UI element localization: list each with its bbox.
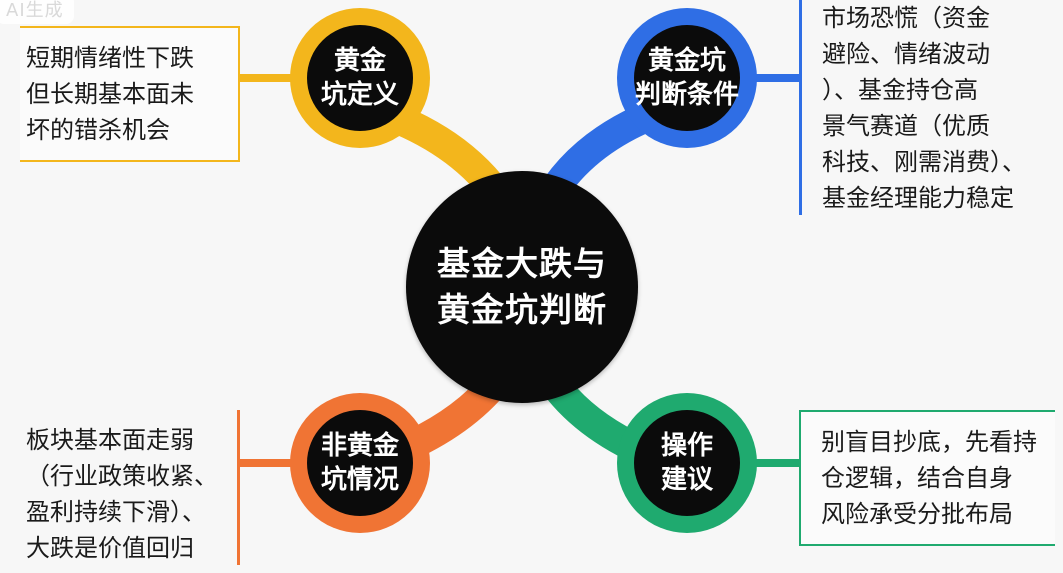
non-pit-box: 板块基本面走弱 （行业政策收紧、 盈利持续下滑）、 大跌是价值回归 — [20, 410, 240, 565]
node-definition-line1: 黄金 — [333, 46, 386, 76]
node-non-pit-label: 非黄金 坑情况 — [307, 410, 413, 516]
definition-line: 短期情绪性下跌 — [26, 44, 194, 72]
non-pit-line: 板块基本面走弱 — [26, 426, 194, 454]
node-advice-label: 操作 建议 — [634, 410, 740, 516]
node-advice-line2: 建议 — [660, 465, 713, 495]
advice-line: 仓逻辑，结合自身 — [821, 464, 1013, 492]
conditions-line: 基金经理能力稳定 — [822, 184, 1014, 212]
advice-line: 风险承受分批布局 — [821, 500, 1013, 528]
conditions-line: 景气赛道（优质 — [822, 112, 990, 140]
conditions-box: 市场恐慌（资金 避险、情绪波动 ）、基金持仓高 景气赛道（优质 科技、刚需消费）… — [799, 0, 1063, 215]
non-pit-line: （行业政策收紧、 — [26, 462, 218, 490]
node-conditions-label: 黄金坑 判断条件 — [634, 25, 740, 131]
node-definition: 黄金 坑定义 — [290, 8, 430, 148]
node-definition-label: 黄金 坑定义 — [307, 25, 413, 131]
center-topic-line1: 基金大跌与 — [437, 244, 607, 283]
node-non-pit-line2: 坑情况 — [320, 465, 399, 495]
advice-line: 别盲目抄底，先看持 — [821, 428, 1037, 456]
center-topic-line2: 黄金坑判断 — [437, 290, 607, 329]
node-advice-line1: 操作 — [660, 431, 713, 461]
conditions-line: ）、基金持仓高 — [822, 76, 978, 104]
node-non-pit: 非黄金 坑情况 — [290, 393, 430, 533]
center-topic: 基金大跌与 黄金坑判断 — [406, 171, 638, 403]
definition-line: 坏的错杀机会 — [26, 116, 170, 144]
definition-line: 但长期基本面未 — [26, 80, 194, 108]
conditions-line: 避险、情绪波动 — [822, 40, 990, 68]
node-conditions-line1: 黄金坑 — [647, 46, 726, 76]
non-pit-line: 大跌是价值回归 — [26, 534, 194, 562]
conditions-line: 科技、刚需消费）、 — [822, 148, 1026, 176]
ai-watermark: AI生成 — [0, 0, 74, 24]
non-pit-line: 盈利持续下滑）、 — [26, 498, 206, 526]
node-conditions-line2: 判断条件 — [634, 80, 739, 110]
definition-box: 短期情绪性下跌 但长期基本面未 坏的错杀机会 — [20, 26, 240, 162]
node-non-pit-line1: 非黄金 — [320, 431, 399, 461]
node-conditions: 黄金坑 判断条件 — [617, 8, 757, 148]
node-advice: 操作 建议 — [617, 393, 757, 533]
conditions-line: 市场恐慌（资金 — [822, 4, 990, 32]
node-definition-line2: 坑定义 — [320, 80, 399, 110]
advice-box: 别盲目抄底，先看持 仓逻辑，结合自身 风险承受分批布局 — [799, 410, 1055, 546]
